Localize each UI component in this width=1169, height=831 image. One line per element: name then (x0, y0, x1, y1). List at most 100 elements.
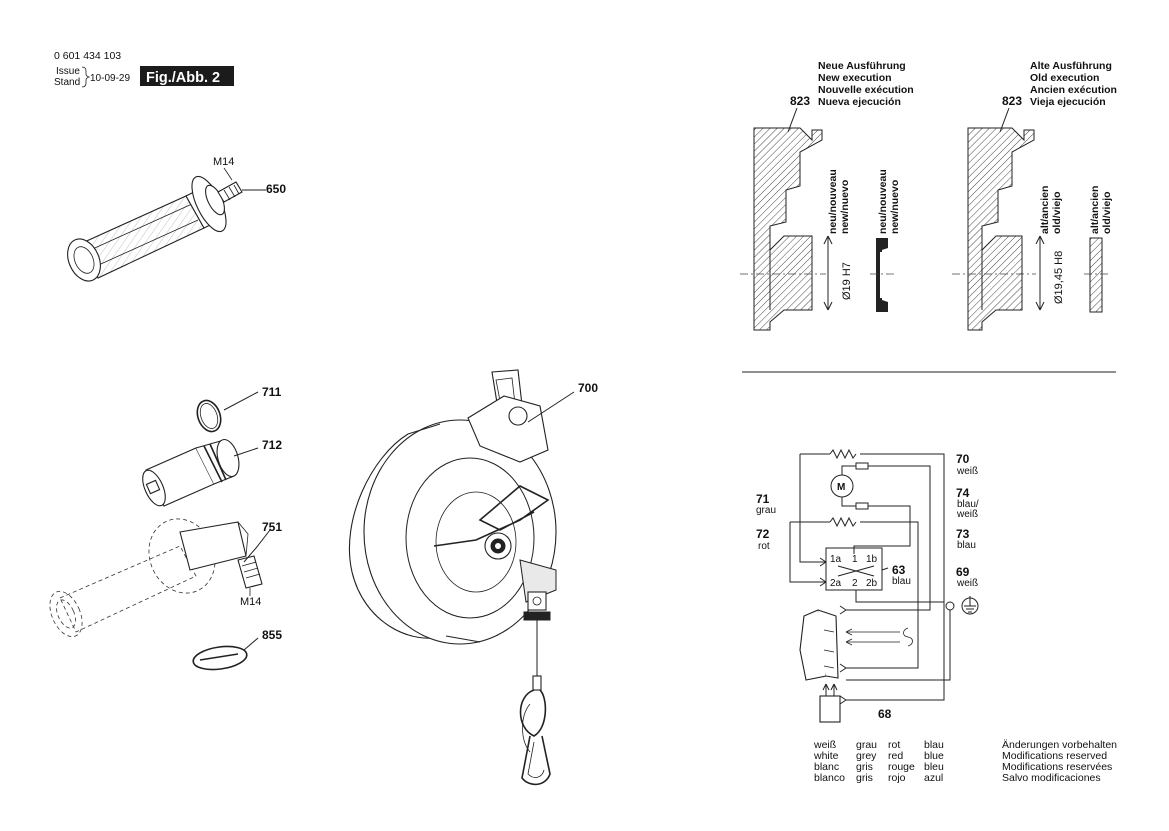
color-legend: weiß white blanc blanco grau grey gris g… (813, 739, 944, 784)
part-700-balancer: 700 (348, 369, 598, 786)
legend-grey-de: grau (856, 739, 877, 751)
legend-grey-en: grey (856, 750, 877, 762)
notice-es: Salvo modificaciones (1002, 772, 1101, 784)
o-ring (196, 399, 222, 433)
wire-color-73: blau (957, 540, 976, 551)
old-heading-en: Old execution (1030, 72, 1099, 84)
part-label-711: 711 (262, 385, 282, 399)
legend-red-de: rot (888, 739, 900, 751)
terminal-1: 1 (852, 554, 858, 565)
new-housing-section (753, 127, 823, 331)
issue-date: 10-09-29 (90, 73, 130, 84)
wire-color-69: weiß (956, 578, 978, 589)
m14-label-top: M14 (213, 156, 234, 168)
motor-label: M (837, 482, 845, 493)
old-label-2: old/viejo (1051, 191, 1063, 234)
part-label-751: 751 (262, 520, 282, 534)
part-label-700: 700 (578, 381, 598, 395)
holder-bracket (179, 521, 247, 571)
part-711-o-ring: 711 (196, 385, 282, 433)
modification-notice: Änderungen vorbehalten Modifications res… (1002, 739, 1117, 784)
execution-comparison: Neue Ausführung New execution Nouvelle e… (740, 60, 1117, 373)
old-heading-fr: Ancien exécution (1030, 84, 1117, 96)
new-heading-de: Neue Ausführung (818, 60, 906, 72)
threaded-stud (217, 181, 243, 203)
new-label-2: new/nuevo (839, 180, 851, 234)
part-751-handle-assembly: M14 751 (49, 518, 282, 638)
legend-grey-fr: gris (856, 761, 873, 773)
spring-lever (433, 485, 550, 547)
tilde-glyph (903, 627, 913, 647)
old-bush-label-1: alt/ancien (1089, 186, 1101, 234)
new-label-1: neu/nouveau (827, 169, 839, 234)
wire-label-72: 72 (756, 527, 770, 541)
new-section-drawing: Ø19 H7 neu/nouveau new/nuevo neu/nouveau… (740, 127, 901, 331)
header: 0 601 434 103 Issue Stand 10-09-29 Fig./… (54, 50, 234, 88)
figure-label: Fig./Abb. 2 (146, 70, 220, 86)
washer (192, 645, 248, 671)
terminal-1b: 1b (866, 554, 878, 565)
old-heading-es: Vieja ejecución (1030, 96, 1106, 108)
wiring-diagram: M 1a 1 1b 2a 2 2b (756, 448, 979, 723)
wire-color-74a: blau/ (957, 499, 979, 510)
new-heading-en: New execution (818, 72, 892, 84)
wire-label-71: 71 (756, 492, 770, 506)
electronics-module (819, 695, 841, 723)
legend-blue-en: blue (924, 750, 944, 762)
legend-white-en: white (813, 750, 839, 762)
old-section-drawing: Ø19,45 H8 alt/ancien old/viejo alt/ancie… (952, 127, 1113, 331)
part-label-823-old: 823 (1002, 94, 1022, 108)
terminal-2b: 2b (866, 578, 878, 589)
wire-label-74: 74 (956, 486, 970, 500)
legend-white-fr: blanc (814, 761, 839, 773)
threaded-pin (237, 555, 263, 589)
old-dimension: Ø19,45 H8 (1053, 251, 1065, 304)
snap-hook-ring (519, 689, 547, 737)
legend-blue-es: azul (924, 772, 943, 784)
resistor-73 (829, 516, 857, 528)
wire-63 (853, 505, 911, 554)
legend-blue-de: blau (924, 739, 944, 751)
terminal-2a: 2a (830, 578, 842, 589)
notice-de: Änderungen vorbehalten (1002, 739, 1117, 751)
wire-72 (789, 522, 826, 583)
old-heading-de: Alte Ausführung (1030, 60, 1112, 72)
new-execution-heading: Neue Ausführung New execution Nouvelle e… (787, 60, 914, 133)
legend-white-es: blanco (814, 772, 845, 784)
balancer-drum-face (363, 419, 557, 645)
old-housing-section (967, 127, 1035, 331)
wire-label-70: 70 (956, 452, 970, 466)
new-heading-es: Nueva ejecución (818, 96, 901, 108)
new-heading-fr: Nouvelle exécution (818, 84, 914, 96)
new-seal-label-2: new/nuevo (889, 180, 901, 234)
terminal-1a: 1a (830, 554, 842, 565)
part-650-side-handle: M14 650 (67, 156, 286, 282)
wire-label-68: 68 (878, 707, 892, 721)
part-number: 0 601 434 103 (54, 50, 121, 62)
legend-blue-fr: bleu (924, 761, 944, 773)
notice-fr: Modifications reservées (1002, 761, 1112, 773)
part-label-650: 650 (266, 182, 286, 196)
wire-color-74b: weiß (956, 509, 978, 520)
part-712-adapter: 712 (142, 438, 282, 507)
legend-grey-es: gris (856, 772, 873, 784)
resistor-70 (829, 448, 857, 460)
wire-color-63: blau (892, 576, 911, 587)
legend-white-de: weiß (813, 739, 836, 751)
part-label-823-new: 823 (790, 94, 810, 108)
part-855-washer: 855 (192, 628, 282, 671)
old-execution-heading: Alte Ausführung Old execution Ancien exé… (999, 60, 1117, 133)
wire-color-72: rot (758, 541, 770, 552)
wire-color-70: weiß (956, 466, 978, 477)
switch-terminal-block (825, 547, 883, 591)
wire-label-69: 69 (956, 565, 970, 579)
brace-glyph (81, 66, 91, 88)
wire-70 (846, 453, 945, 701)
brush-bottom (855, 502, 869, 510)
new-seal-label-1: neu/nouveau (877, 169, 889, 234)
wire-71 (799, 454, 826, 563)
dashed-grip (59, 545, 197, 633)
wire-74 (846, 465, 931, 611)
